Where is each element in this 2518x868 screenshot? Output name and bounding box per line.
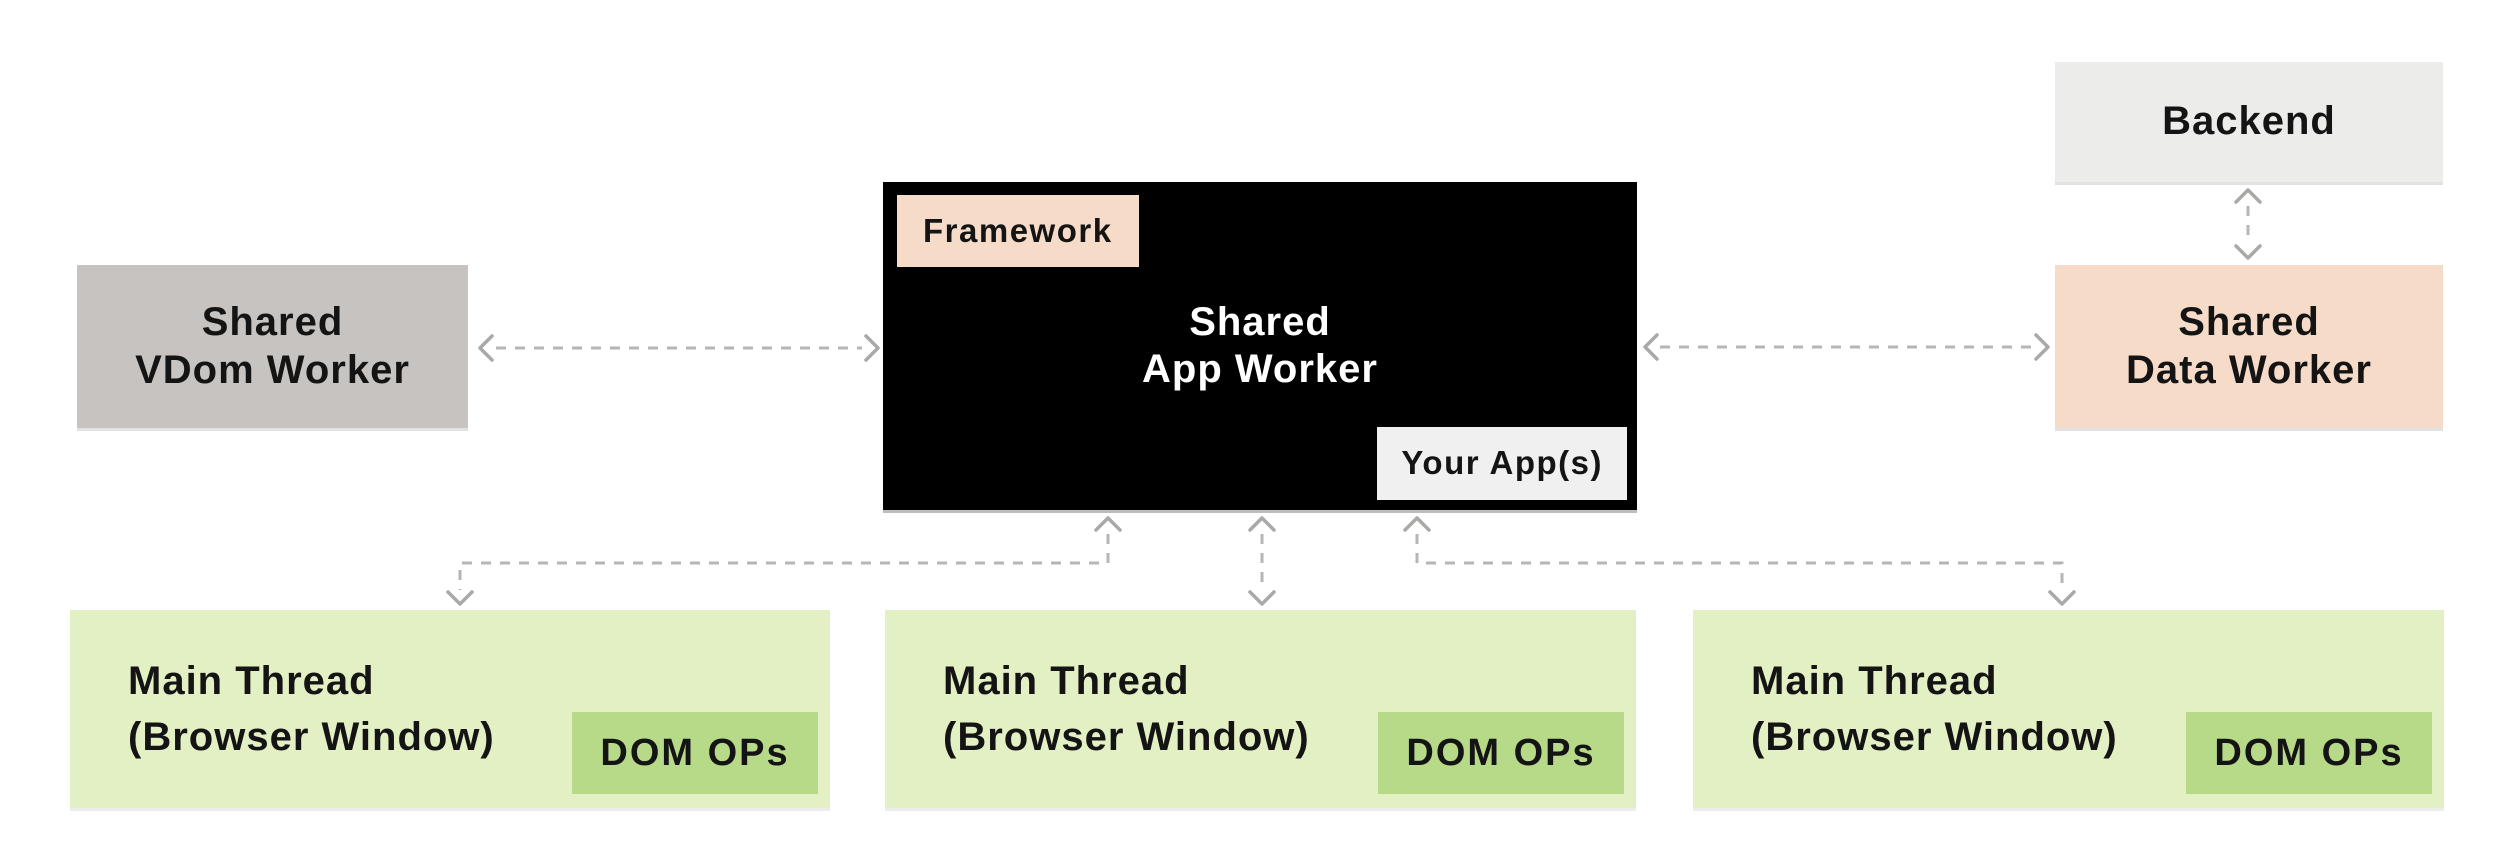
- main-thread-line2: (Browser Window): [128, 715, 495, 759]
- main-thread-node-2: Main Thread (Browser Window) DOM OPs: [885, 610, 1636, 808]
- node-label: Shared: [1189, 299, 1331, 344]
- shared-app-worker-node: Framework Shared App Worker Your App(s): [883, 182, 1637, 510]
- node-label: Backend: [2162, 99, 2336, 144]
- main-thread-label: Main Thread (Browser Window): [128, 653, 495, 765]
- framework-badge: Framework: [897, 195, 1139, 267]
- node-label: Data Worker: [2126, 347, 2372, 392]
- main-thread-label: Main Thread (Browser Window): [1751, 653, 2118, 765]
- node-label: Shared: [2178, 300, 2320, 345]
- dom-ops-badge: DOM OPs: [1378, 712, 1624, 794]
- main-thread-label: Main Thread (Browser Window): [943, 653, 1310, 765]
- node-label: App Worker: [1142, 347, 1378, 391]
- connector-appworker-mainthread3: [1403, 516, 2076, 606]
- main-thread-line2: (Browser Window): [943, 715, 1310, 759]
- connector-appworker-dataworker: [1643, 333, 2050, 361]
- connector-backend-dataworker: [2234, 188, 2262, 260]
- shared-data-worker-node: Shared Data Worker: [2055, 265, 2443, 428]
- main-thread-node-1: Main Thread (Browser Window) DOM OPs: [70, 610, 830, 808]
- shared-vdom-worker-node: Shared VDom Worker: [77, 265, 468, 428]
- main-thread-line1: Main Thread: [128, 659, 375, 703]
- main-thread-line2: (Browser Window): [1751, 715, 2118, 759]
- backend-node: Backend: [2055, 62, 2443, 182]
- main-thread-line1: Main Thread: [1751, 659, 1998, 703]
- dom-ops-badge: DOM OPs: [2186, 712, 2432, 794]
- your-apps-badge: Your App(s): [1377, 427, 1627, 500]
- connector-appworker-mainthread1: [446, 516, 1122, 606]
- main-thread-node-3: Main Thread (Browser Window) DOM OPs: [1693, 610, 2444, 808]
- dom-ops-badge: DOM OPs: [572, 712, 818, 794]
- connector-appworker-mainthread2: [1248, 516, 1276, 606]
- main-thread-line1: Main Thread: [943, 659, 1190, 703]
- node-label: Shared: [201, 300, 344, 345]
- connector-vdom-appworker: [478, 334, 880, 362]
- node-label: VDom Worker: [135, 347, 410, 392]
